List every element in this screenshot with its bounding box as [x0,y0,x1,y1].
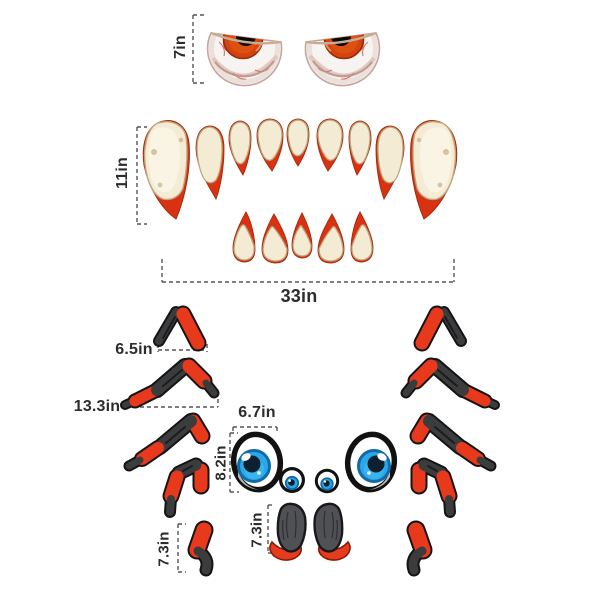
teeth-lower-right [317,211,374,264]
spider-leg-left-3 [123,412,211,472]
dim-label-spider-fangs-height: 7.3in [248,512,266,548]
spider-leg-left-2 [120,357,220,410]
spider-eye-large-right [339,426,403,498]
dim-label-teeth-width: 33in [280,286,318,306]
monster-eye-left [206,31,283,87]
tooth-upper-2 [195,125,225,201]
dim-teeth-height-line [136,126,147,225]
dim-label-monster-eyes-height: 7in [172,35,189,59]
spider-leg-left-1 [153,305,207,352]
tooth-upper-center [286,118,310,167]
monster-eye-right [305,16,379,86]
tooth-lower-1 [232,211,256,263]
tooth-lower-2 [261,213,289,264]
spider-fang-left [269,502,307,561]
dim-label-spider-eye-height: 8.2in [212,445,230,481]
dim-leg-bottom-line [177,523,186,573]
spider-fang-right [313,502,352,562]
teeth-lower-left [232,211,289,264]
dim-label-spider-leg-bottom: 7.3in [155,531,173,567]
spider-eye-small-right [314,468,340,494]
spider-legs-left [120,305,220,577]
dim-spider-eye-height-line [229,432,239,493]
dim-label-spider-leg-top: 6.5in [115,341,153,358]
spider-eye-large-left [230,431,284,493]
dim-spider-eye-width-line [232,426,278,434]
dim-teeth-width-line [161,259,455,283]
spider-legs-right [406,312,495,570]
tooth-upper-3 [228,120,252,176]
tooth-lower-center [291,211,313,259]
spider-leg-left-4 [162,457,210,518]
dim-monster-eyes-height-line [192,14,204,84]
teeth-upper-left [142,118,284,220]
dim-label-spider-eye-width: 6.7in [238,404,276,421]
dim-label-spider-leg-long: 13.3in [73,398,121,415]
tooth-upper-fang [142,120,190,220]
teeth-upper-right [316,118,458,220]
tooth-upper-4 [256,118,284,172]
dim-leg-long-line [126,399,219,408]
spider-eye-small-left [279,467,305,493]
dim-label-teeth-height: 11in [114,157,131,189]
spider-leg-left-5 [187,520,214,577]
